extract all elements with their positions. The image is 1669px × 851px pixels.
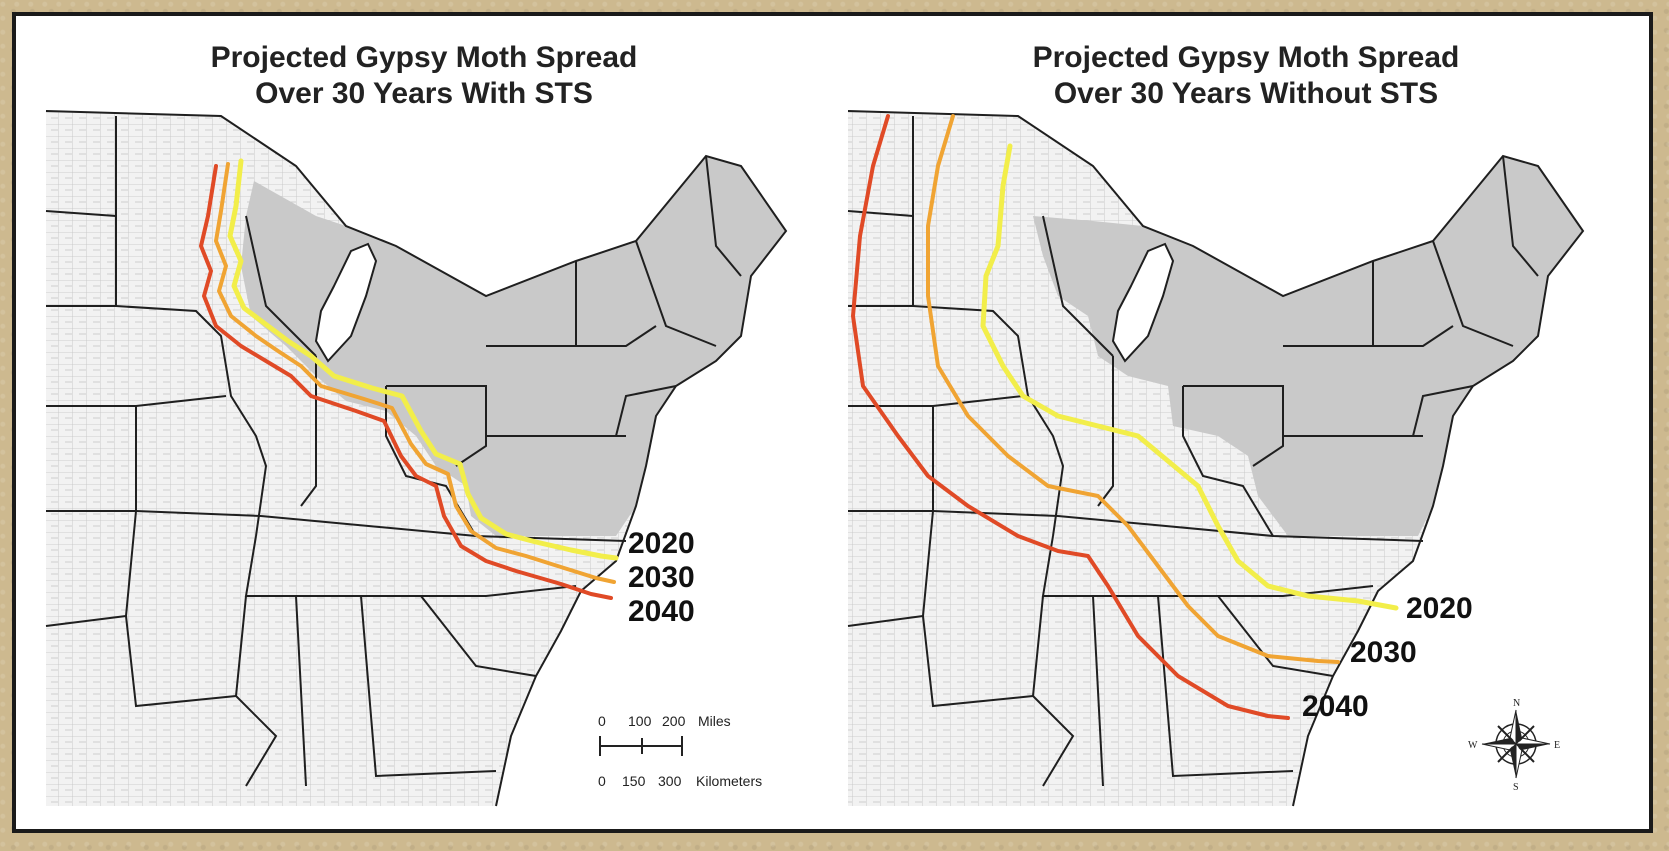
- front-2030-with-sts: [214, 162, 616, 584]
- map-panel-without-sts: 2020 2030 2040 N S E W: [838, 16, 1649, 829]
- compass-w: W: [1468, 740, 1478, 751]
- lake-michigan: [1111, 242, 1175, 363]
- year-label-2030-left: 2030: [628, 561, 695, 594]
- year-label-2040-right: 2040: [1302, 690, 1369, 723]
- front-2040-with-sts: [199, 164, 613, 600]
- year-label-2020-left: 2020: [628, 527, 695, 560]
- compass-n: N: [1513, 698, 1520, 709]
- panel-title-line2-left: Over 30 Years With STS: [255, 77, 593, 110]
- front-2020-with-sts: [227, 158, 619, 561]
- lake-michigan: [314, 242, 378, 363]
- figure-frame: 2020 2030 2040 0 100 200 Miles 0 150 300…: [12, 12, 1653, 833]
- compass-e: E: [1554, 740, 1560, 751]
- scale-miles-unit: Miles: [698, 713, 731, 729]
- map-with-sts: 2020 2030 2040 0 100 200 Miles 0 150 300…: [45, 110, 788, 807]
- scale-km-150: 150: [622, 773, 646, 789]
- scale-miles-0: 0: [598, 713, 606, 729]
- panel-title-line1-left: Projected Gypsy Moth Spread: [210, 41, 638, 74]
- scale-km-unit: Kilometers: [696, 773, 762, 789]
- front-2040-without-sts: [851, 114, 1290, 720]
- map-without-sts: 2020 2030 2040 N S E W: [847, 110, 1585, 807]
- scale-km-300: 300: [658, 773, 682, 789]
- map-panel-with-sts: 2020 2030 2040 0 100 200 Miles 0 150 300…: [16, 16, 832, 829]
- spread-fronts-without-sts: [851, 114, 1399, 720]
- front-2030-without-sts: [926, 114, 1340, 664]
- panel-title-line1-right: Projected Gypsy Moth Spread: [1032, 41, 1460, 74]
- year-label-2040-left: 2040: [628, 595, 695, 628]
- scale-miles-100: 100: [628, 713, 652, 729]
- year-label-2020-right: 2020: [1406, 592, 1473, 625]
- state-boundaries: [847, 110, 1585, 807]
- panel-title-line2-right: Over 30 Years Without STS: [1053, 77, 1439, 110]
- panel-title-without-sts: Projected Gypsy Moth Spread Over 30 Year…: [838, 40, 1649, 112]
- year-label-2030-right: 2030: [1350, 636, 1417, 669]
- scale-km-0: 0: [598, 773, 606, 789]
- spread-fronts-with-sts: [199, 158, 619, 600]
- panel-title-with-sts: Projected Gypsy Moth Spread Over 30 Year…: [16, 40, 832, 112]
- scale-miles-200: 200: [662, 713, 686, 729]
- front-2020-without-sts: [980, 143, 1399, 611]
- compass-rose-icon: N S E W: [1468, 698, 1560, 793]
- scale-bar: 0 100 200 Miles 0 150 300 Kilometers: [598, 713, 762, 789]
- compass-s: S: [1513, 782, 1519, 793]
